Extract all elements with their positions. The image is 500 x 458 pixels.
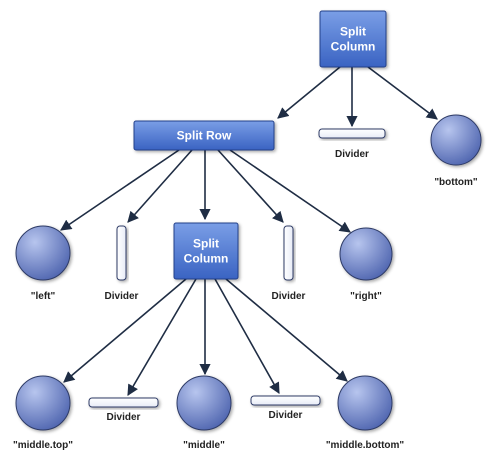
leaf-circle bbox=[337, 375, 393, 431]
leaf-circle bbox=[339, 227, 393, 281]
divider-bar bbox=[283, 225, 294, 281]
edge-split-column-mid-to-divider-mid-2 bbox=[214, 278, 280, 394]
node-box-label: Column bbox=[331, 40, 376, 54]
leaf-label: "right" bbox=[350, 291, 382, 302]
divider-label: Divider bbox=[107, 412, 141, 423]
edge-split-column-mid-to-divider-mid-1 bbox=[127, 278, 197, 396]
edges bbox=[60, 66, 438, 396]
divider-bar bbox=[250, 395, 321, 406]
divider-label: Divider bbox=[269, 410, 303, 421]
leaf-label: "middle.bottom" bbox=[326, 440, 405, 451]
divider-label: Divider bbox=[105, 291, 139, 302]
node-left: "left" bbox=[15, 225, 71, 302]
edge-split-row-to-right bbox=[229, 149, 351, 233]
edge-split-row-to-divider-left bbox=[127, 149, 193, 223]
node-divider-right: Divider bbox=[272, 225, 306, 302]
leaf-label: "middle" bbox=[183, 440, 225, 451]
leaf-circle bbox=[15, 375, 71, 431]
node-right: "right" bbox=[339, 227, 393, 302]
edge-split-column-mid-to-middle-bottom bbox=[225, 278, 348, 382]
edge-split-row-to-divider-right bbox=[217, 149, 284, 223]
node-box bbox=[133, 120, 275, 151]
divider-label: Divider bbox=[272, 291, 306, 302]
node-divider-mid-1: Divider bbox=[88, 397, 159, 423]
node-middle: "middle" bbox=[176, 375, 232, 451]
node-middle-top: "middle.top" bbox=[13, 375, 73, 451]
divider-bar bbox=[116, 225, 127, 281]
leaf-circle bbox=[15, 225, 71, 281]
node-divider-mid-2: Divider bbox=[250, 395, 321, 421]
node-divider-top: Divider bbox=[318, 128, 386, 160]
node-box bbox=[319, 10, 387, 68]
edge-split-row-to-left bbox=[60, 149, 180, 231]
node-bottom: "bottom" bbox=[430, 114, 482, 188]
node-split-row: Split Row bbox=[133, 120, 275, 151]
leaf-label: "middle.top" bbox=[13, 440, 73, 451]
divider-bar bbox=[318, 128, 386, 139]
node-box bbox=[173, 222, 239, 280]
edge-split-column-top-to-split-row bbox=[277, 66, 341, 119]
node-box-label: Split bbox=[340, 25, 366, 39]
leaf-circle bbox=[176, 375, 232, 431]
divider-label: Divider bbox=[335, 149, 369, 160]
leaf-label: "left" bbox=[31, 291, 56, 302]
node-box-label: Split Row bbox=[177, 129, 232, 143]
node-divider-left: Divider bbox=[105, 225, 139, 302]
divider-bar bbox=[88, 397, 159, 408]
leaf-circle bbox=[430, 114, 482, 166]
edge-split-column-mid-to-middle-top bbox=[63, 278, 187, 383]
leaf-label: "bottom" bbox=[434, 177, 478, 188]
node-box-label: Split bbox=[193, 237, 219, 251]
edge-split-column-top-to-bottom bbox=[367, 66, 438, 120]
node-middle-bottom: "middle.bottom" bbox=[326, 375, 405, 451]
node-box-label: Column bbox=[184, 252, 229, 266]
